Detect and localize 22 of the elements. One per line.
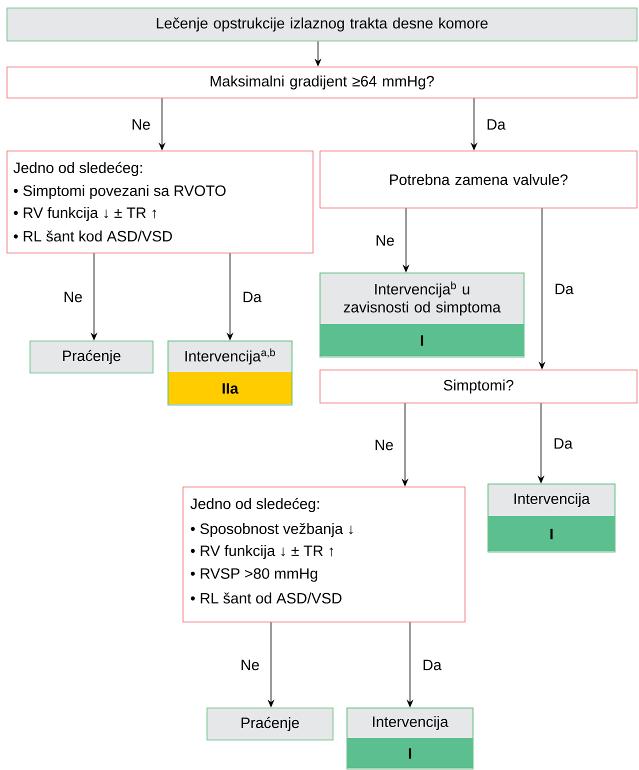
recommendation-box: Intervencija$^{b}$ u zavisnosti od simptoma I [320,272,524,358]
edge-label: Ne [64,292,82,302]
recommendation-box: Intervencija$^{a,b}$ IIa [168,340,292,406]
edge-label: Da [488,119,506,130]
edge-label: Da [556,284,574,294]
edge-label: Ne [242,660,259,670]
decision-box: Maksimalni gradijent ≥64 mmHg? [6,66,638,98]
edge-label: Da [244,292,262,302]
edge-label: Ne [132,119,150,130]
edge-label: Ne [376,440,393,450]
criteria-box: Jedno od sledećeg: • Simptomi povezani sa RVOTO • RV funkcija ↓ ± TR ↑ • RL šant kod ASD/VSD [6,150,314,254]
edge-label: Da [554,438,573,449]
recommendation-box: Intervencija I [346,708,474,770]
recommendation-box: Intervencija I [488,484,616,552]
criteria-box: Jedno od sledećeg: • Sposobnost vežbanja ↓ • RV funkcija ↓ ± TR ↑ • RVSP >80 mmHg • RL šant od ASD/VSD [182,486,466,622]
title-box: Lečenje opstrukcije izlaznog trakta desne komore [6,8,638,42]
decision-box: Potrebna zamena valvule? [320,150,638,208]
edge-label: Da [424,660,442,670]
edge-label: Ne [376,235,394,246]
outcome-box: Praćenje [30,340,154,374]
outcome-box: Praćenje [206,708,334,740]
decision-box: Simptomi? [320,370,638,404]
